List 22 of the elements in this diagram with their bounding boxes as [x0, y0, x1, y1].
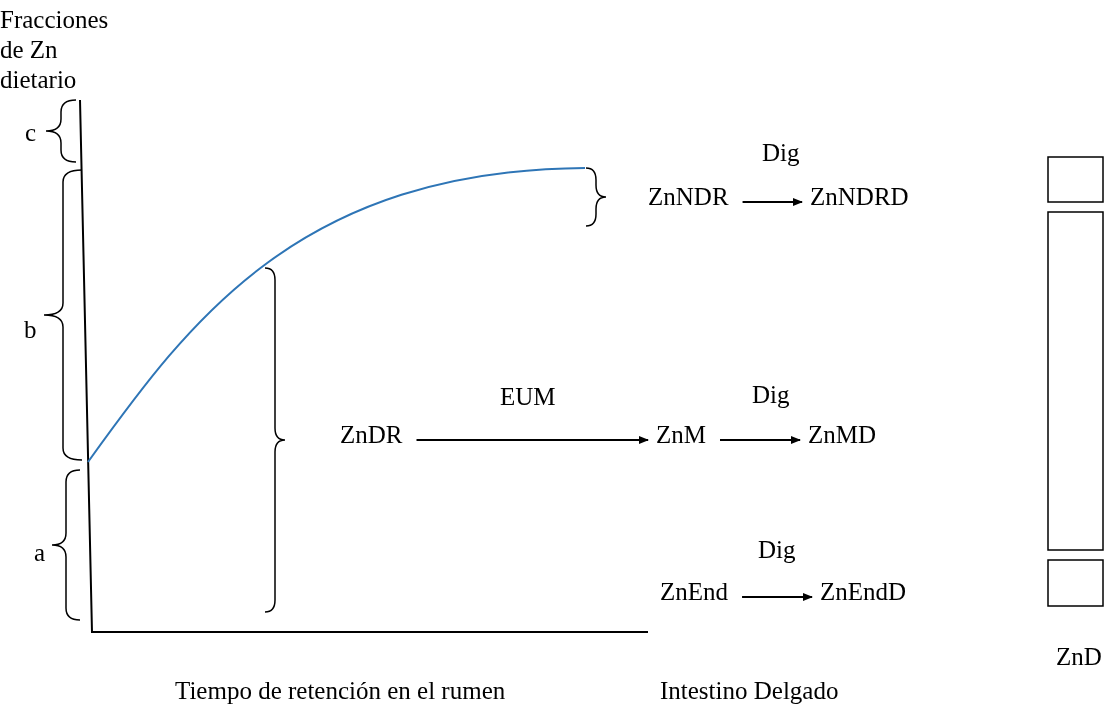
fraction-label: a [34, 538, 46, 568]
axis-title: Tiempo de retención en el rumen [175, 676, 506, 706]
section-label: Intestino Delgado [660, 676, 839, 706]
fraction-label: b [24, 315, 37, 345]
node-label: ZnNDR [648, 182, 729, 212]
node-label: ZnNDRD [810, 182, 909, 212]
edge-label: Dig [762, 138, 800, 168]
node-label: ZnM [656, 420, 706, 450]
bar-label: ZnD [1056, 642, 1102, 672]
edge-label: Dig [752, 380, 790, 410]
node-label: ZnEndD [820, 577, 907, 607]
node-label: ZnDR [340, 420, 403, 450]
arrow [741, 593, 813, 601]
node-label: ZnEnd [660, 577, 729, 607]
edge-label: EUM [500, 382, 556, 412]
arrow [741, 198, 803, 206]
fraction-label: c [25, 118, 37, 148]
edge-label: Dig [758, 535, 796, 565]
arrow [719, 436, 801, 444]
axis-title: Fracciones de Zn dietario [0, 5, 110, 95]
arrow [415, 436, 649, 444]
node-label: ZnMD [808, 420, 877, 450]
